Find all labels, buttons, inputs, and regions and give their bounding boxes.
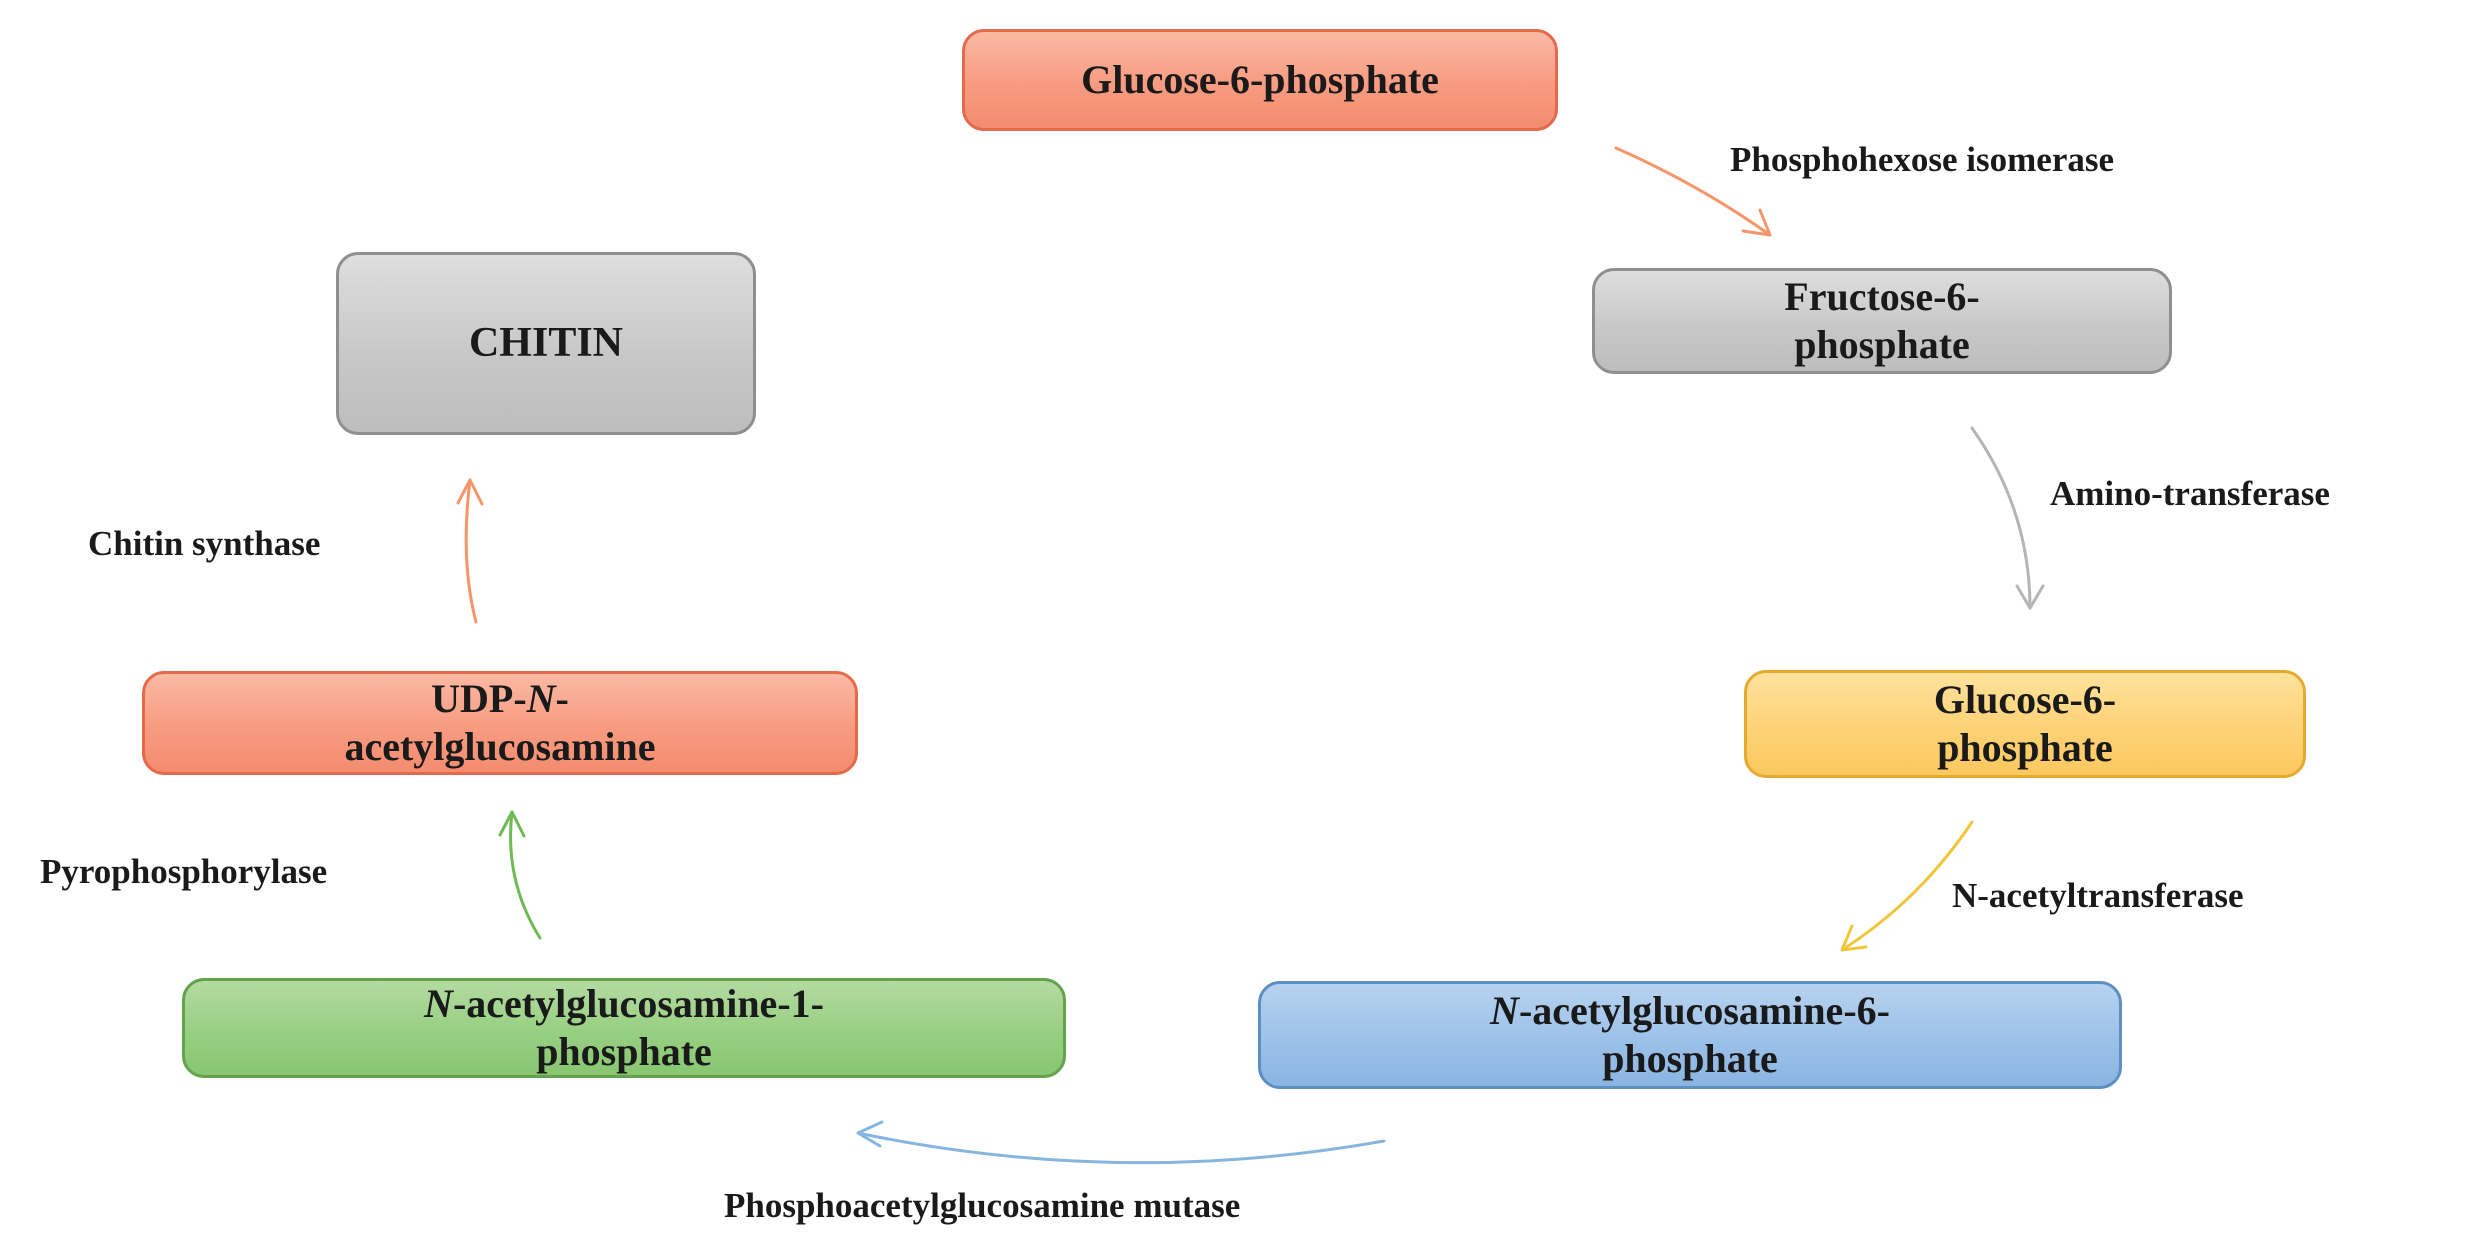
node-glucose-6-phosphate-right-line1: Glucose-6-: [1933, 677, 2117, 722]
node-chitin: CHITIN: [336, 252, 756, 435]
node-chitin-label: CHITIN: [468, 320, 624, 367]
enzyme-amino-transferase: Amino-transferase: [2050, 474, 2330, 513]
node-n-acetylglucosamine-6-phosphate-line2: phosphate: [1602, 1036, 1778, 1081]
node-udp-n-acetylglucosamine-line1: UDP-N-: [344, 675, 655, 723]
enzyme-pyrophosphorylase: Pyrophosphorylase: [40, 852, 328, 891]
node-n-acetylglucosamine-6-phosphate-line1: N-acetylglucosamine-6-: [1490, 987, 1890, 1035]
node-glucose-6-phosphate-right-line2: phosphate: [1937, 725, 2113, 770]
arrow-mutase: [856, 1120, 1386, 1165]
arrow-isomerase: [1614, 146, 1772, 237]
n1p-n-italic: N: [424, 981, 453, 1026]
udp-hyphen: -: [555, 676, 569, 721]
node-glucose-6-phosphate-top: Glucose-6-phosphate: [962, 29, 1558, 131]
arrow-amino-transferase: [1970, 426, 2045, 610]
n6p-rest: -acetylglucosamine-6-: [1518, 988, 1890, 1033]
enzyme-phosphohexose-isomerase: Phosphohexose isomerase: [1730, 140, 2115, 179]
node-fructose-6-phosphate: Fructose-6- phosphate: [1592, 268, 2172, 374]
arrow-n-acetyltransferase: [1840, 820, 1974, 952]
node-n-acetylglucosamine-1-phosphate-line1: N-acetylglucosamine-1-: [424, 980, 824, 1028]
enzyme-phosphoacetylglucosamine-mutase: Phosphoacetylglucosamine mutase: [724, 1186, 1241, 1225]
node-fructose-6-phosphate-line2: phosphate: [1794, 322, 1970, 367]
node-udp-n-acetylglucosamine-line2: acetylglucosamine: [344, 724, 656, 769]
node-glucose-6-phosphate-right: Glucose-6- phosphate: [1744, 670, 2306, 778]
node-n-acetylglucosamine-6-phosphate: N-acetylglucosamine-6- phosphate: [1258, 981, 2122, 1089]
arrow-pyrophosphorylase: [498, 810, 542, 940]
node-n-acetylglucosamine-1-phosphate-line2: phosphate: [536, 1029, 712, 1074]
arrow-chitin-synthase: [456, 478, 484, 624]
enzyme-n-acetyltransferase: N-acetyltransferase: [1952, 876, 2244, 915]
n6p-n-italic: N: [1490, 988, 1519, 1033]
node-n-acetylglucosamine-1-phosphate: N-acetylglucosamine-1- phosphate: [182, 978, 1066, 1078]
n1p-rest: -acetylglucosamine-1-: [452, 981, 824, 1026]
udp-prefix: UDP-: [431, 676, 527, 721]
node-fructose-6-phosphate-line1: Fructose-6-: [1784, 274, 1980, 319]
node-udp-n-acetylglucosamine: UDP-N- acetylglucosamine: [142, 671, 858, 775]
udp-n-italic: N: [526, 676, 556, 721]
enzyme-chitin-synthase: Chitin synthase: [88, 524, 321, 563]
node-glucose-6-phosphate-top-label: Glucose-6-phosphate: [1081, 57, 1439, 102]
